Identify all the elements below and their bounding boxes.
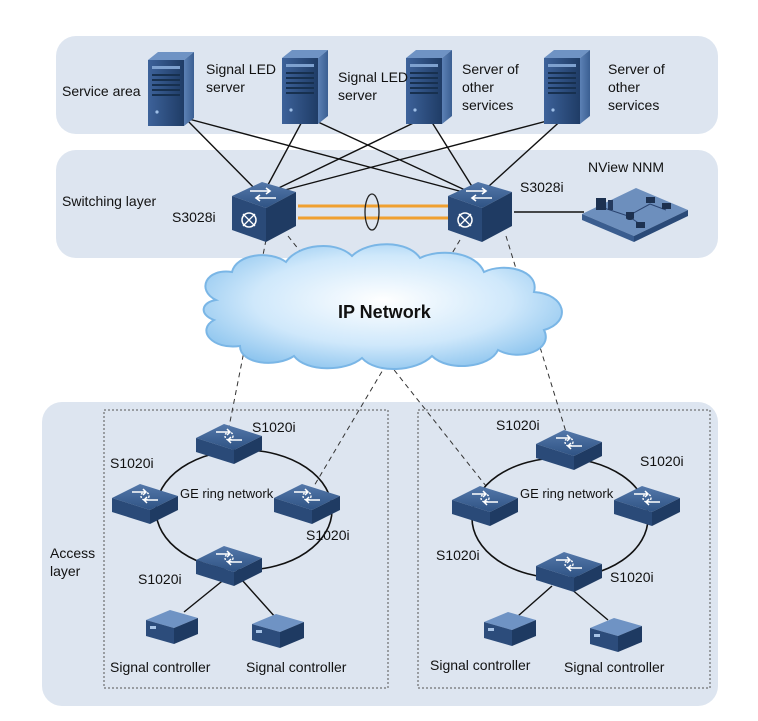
core-switch-right-label: S3028i	[520, 179, 564, 195]
left-controller-1-label: Signal controller	[110, 659, 211, 675]
controller-links	[183, 577, 609, 621]
server-2-label-line1: Signal LED	[338, 69, 408, 85]
right-ring-left-label: S1020i	[436, 547, 480, 563]
server-4-label-line3: services	[608, 97, 659, 113]
right-ring-enclosure	[417, 409, 711, 689]
left-ring-bottom-label: S1020i	[138, 571, 182, 587]
other-services-server-2-icon	[544, 50, 590, 124]
ip-network-label: IP Network	[338, 302, 432, 322]
left-ring-enclosure	[103, 409, 389, 689]
nview-nnm-icon	[582, 188, 688, 242]
core-switch-left-label: S3028i	[172, 209, 216, 225]
core-trunk	[298, 193, 452, 231]
left-ring-top-label: S1020i	[252, 419, 296, 435]
server-1-label-line1: Signal LED	[206, 61, 276, 77]
left-ring-right-label: S1020i	[306, 527, 350, 543]
other-services-server-1-icon	[406, 50, 452, 124]
right-ring-top-label: S1020i	[496, 417, 540, 433]
access-layer-label-line1: Access	[50, 545, 95, 561]
switching-layer-band	[56, 150, 718, 258]
server-2-label-line2: server	[338, 87, 377, 103]
service-area-label: Service area	[62, 83, 141, 99]
server-4-label-line2: other	[608, 79, 640, 95]
left-ring-left-label: S1020i	[110, 455, 154, 471]
left-controller-2-label: Signal controller	[246, 659, 347, 675]
signal-led-server-2-icon	[282, 50, 328, 124]
right-controller-1-label: Signal controller	[430, 657, 531, 673]
access-layer-band	[42, 402, 718, 706]
server-uplinks	[184, 115, 567, 197]
server-3-label-line2: other	[462, 79, 494, 95]
nms-label: NView NNM	[588, 159, 664, 175]
server-3-label-line3: services	[462, 97, 513, 113]
ip-network-cloud-icon	[202, 243, 563, 370]
server-1-label-line2: server	[206, 79, 245, 95]
right-ring-bottom-label: S1020i	[610, 569, 654, 585]
right-ring-network-label: GE ring network	[520, 486, 614, 501]
right-controller-2-label: Signal controller	[564, 659, 665, 675]
right-ring-right-label: S1020i	[640, 453, 684, 469]
switching-layer-label: Switching layer	[62, 193, 156, 209]
server-3-label-line1: Server of	[462, 61, 519, 77]
server-4-label-line1: Server of	[608, 61, 665, 77]
left-ring-network-label: GE ring network	[180, 486, 274, 501]
signal-led-server-1-icon	[148, 52, 194, 126]
access-layer-label-line2: layer	[50, 563, 81, 579]
